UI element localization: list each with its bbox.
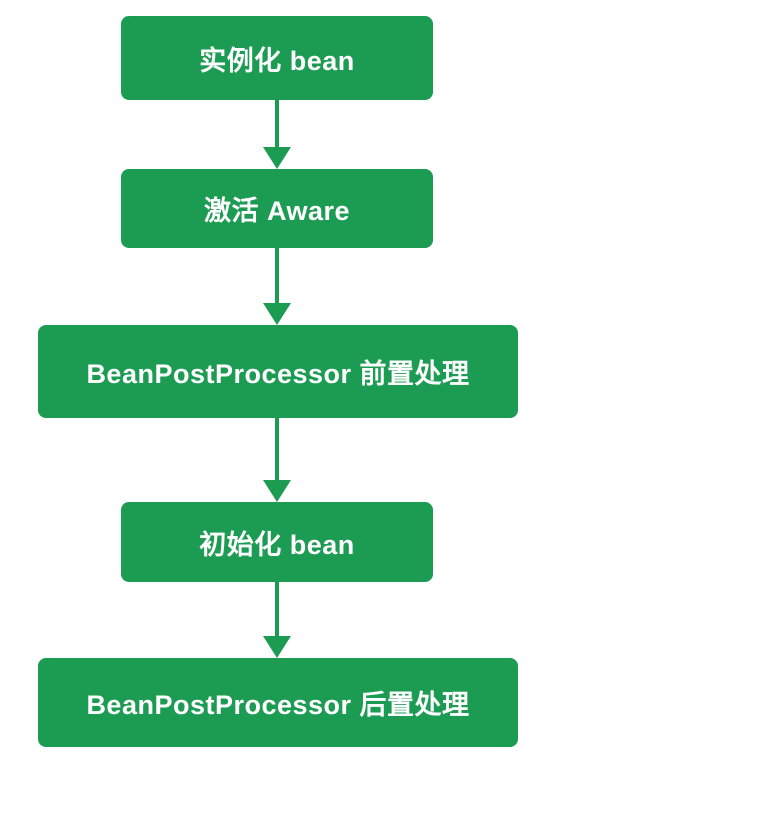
flow-node-activate-aware: 激活 Aware xyxy=(121,169,433,248)
flow-arrow-down-icon xyxy=(263,248,291,325)
arrow-head xyxy=(263,147,291,169)
flow-node-instantiate-bean: 实例化 bean xyxy=(121,16,433,100)
arrow-shaft xyxy=(275,100,279,147)
arrow-head xyxy=(263,636,291,658)
flow-node-initialize-bean: 初始化 bean xyxy=(121,502,433,582)
flow-arrow-down-icon xyxy=(263,582,291,658)
flow-node-label: 初始化 bean xyxy=(199,529,355,560)
flow-node-label: BeanPostProcessor 后置处理 xyxy=(86,690,470,720)
arrow-head xyxy=(263,303,291,325)
arrow-shaft xyxy=(275,248,279,303)
arrow-head xyxy=(263,480,291,502)
flow-node-label: 实例化 bean xyxy=(199,45,355,76)
arrow-shaft xyxy=(275,418,279,480)
flow-node-beanpostprocessor-before: BeanPostProcessor 前置处理 xyxy=(38,325,518,418)
flow-node-label: 激活 Aware xyxy=(203,196,351,226)
flow-arrow-down-icon xyxy=(263,418,291,502)
arrow-shaft xyxy=(275,582,279,636)
flow-arrow-down-icon xyxy=(263,100,291,169)
flow-node-beanpostprocessor-after: BeanPostProcessor 后置处理 xyxy=(38,658,518,747)
flow-node-label: BeanPostProcessor 前置处理 xyxy=(86,359,470,389)
